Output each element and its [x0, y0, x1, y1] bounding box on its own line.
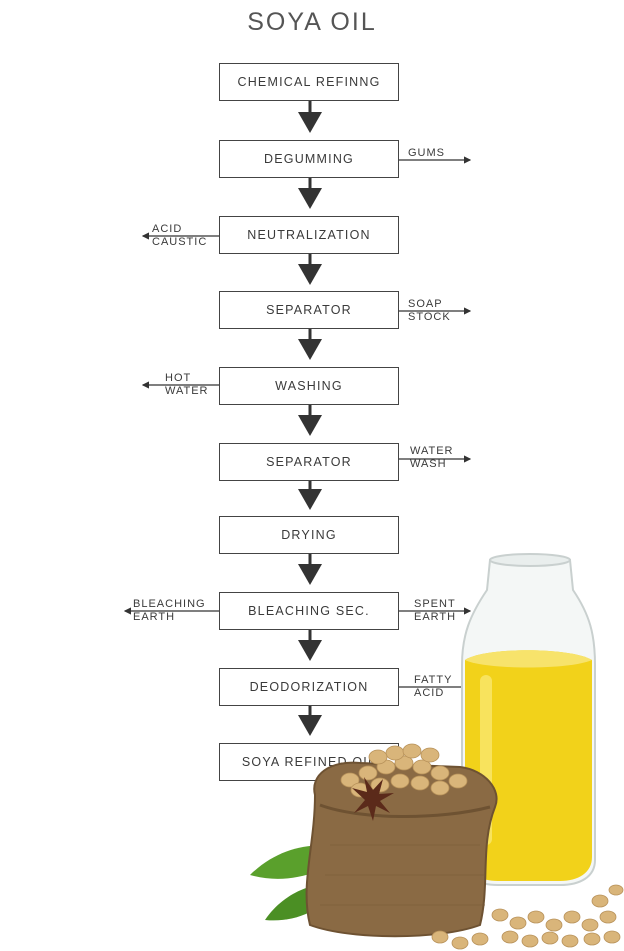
soybean-oil-illustration [250, 553, 624, 950]
step-chemical-refining: CHEMICAL REFINNG [219, 63, 399, 101]
label-acid-caustic: ACID CAUSTIC [152, 223, 208, 248]
label-water-wash: WATER WASH [410, 445, 454, 470]
step-bleaching: BLEACHING SEC. [219, 592, 399, 630]
label-fatty-acid: FATTY ACID [414, 674, 453, 699]
step-separator-1: SEPARATOR [219, 291, 399, 329]
step-deodorization: DEODORIZATION [219, 668, 399, 706]
star-anise-icon [352, 777, 394, 821]
step-separator-2: SEPARATOR [219, 443, 399, 481]
step-neutralization: NEUTRALIZATION [219, 216, 399, 254]
label-soap-stock: SOAP STOCK [408, 298, 451, 323]
step-degumming: DEGUMMING [219, 140, 399, 178]
label-spent-earth: SPENT EARTH [414, 598, 457, 623]
scattered-beans-icon [431, 884, 624, 950]
label-hot-water: HOT WATER [165, 372, 209, 397]
burlap-sack-icon [305, 743, 498, 938]
page-title: SOYA OIL [247, 8, 377, 36]
step-washing: WASHING [219, 367, 399, 405]
label-bleaching-earth: BLEACHING EARTH [133, 598, 206, 623]
step-drying: DRYING [219, 516, 399, 554]
label-gums: GUMS [408, 147, 445, 159]
